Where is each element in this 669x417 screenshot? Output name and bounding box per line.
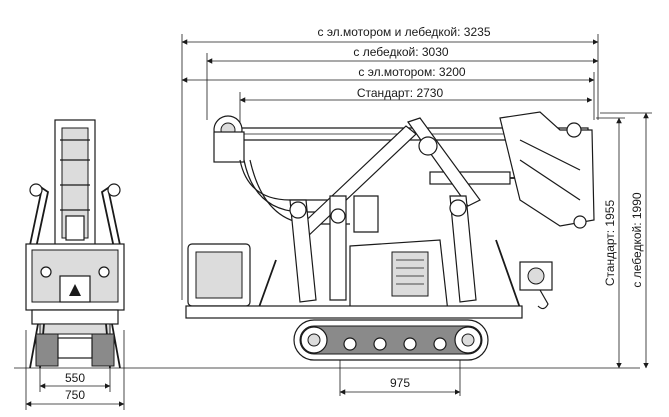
front-view-machine [25,119,125,369]
dimension-top-2: с лебедкой: 3030 [206,45,599,120]
dimension-vertical-2-label: с лебедкой: 1990 [630,192,644,287]
dimension-vertical-1: Стандарт: 1955 [596,117,625,369]
dimension-top-1-label: с эл.мотором и лебедкой: 3235 [317,25,490,39]
dimension-top-2-label: с лебедкой: 3030 [353,45,448,59]
dimension-top-3-label: с эл.мотором: 3200 [358,65,466,79]
dimension-bottom-left-1-label: 550 [65,371,85,385]
dimension-bottom-track-label: 975 [390,376,410,390]
dimension-top-3: с эл.мотором: 3200 [181,34,599,120]
dimension-vertical-2: с лебедкой: 1990 [600,112,652,369]
side-view-machine [185,111,595,361]
dimension-top-4: Стандарт: 2730 [239,84,593,130]
dimension-bottom-left-2: 750 [25,330,125,410]
dimension-bottom-left-2-label: 750 [65,388,85,402]
dimension-top-1: с эл.мотором и лебедкой: 3235 [181,24,599,300]
dimension-top-4-label: Стандарт: 2730 [357,86,444,100]
dimension-vertical-1-label: Стандарт: 1955 [603,200,617,287]
